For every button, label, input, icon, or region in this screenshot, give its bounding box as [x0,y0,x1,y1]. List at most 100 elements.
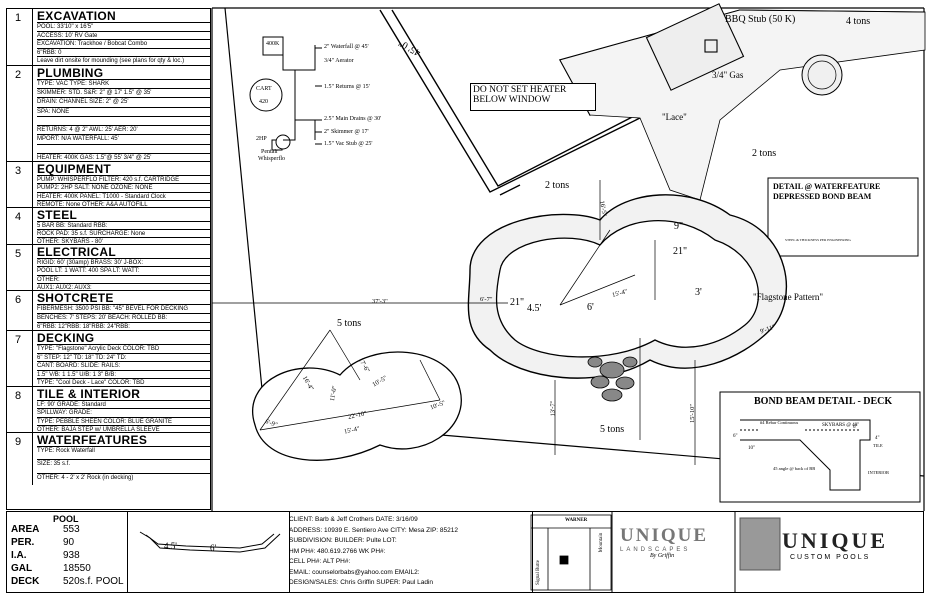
spec-line: 6"RBB: 12"RBB: 18"RBB: 24"RBB: [37,322,210,333]
equip-note: 3/4" Aerator [324,58,354,64]
section-number: 1 [15,12,22,24]
bb-note: INTERIOR [868,470,889,475]
cart-label: CART [256,86,272,92]
dimension-label: 6'-7" [480,296,493,303]
tons-label: 2 tons [752,148,777,159]
depth-label: 6' [587,302,594,313]
section-number-cell: 8 [7,387,33,432]
spec-line: TYPE: Rock Waterfall [37,446,210,457]
logo-landscapes-by: By Griffin [650,553,675,559]
stat-value: 90 [63,537,75,548]
tons-label: 5 tons [337,318,362,329]
depth-label: 3' [695,287,702,298]
cart-size-label: 420 [259,99,268,105]
spec-line: FIBERMESH: 3500 PSI BB: "45" BEVEL FOR D… [37,304,210,315]
section-number: 3 [15,165,22,177]
depth-label: 21" [510,297,525,308]
spec-line: OTHER: SKYBARS - 80' [37,237,210,248]
spec-line: MPORT: N/A WATERFALL: 45' [37,134,210,145]
spec-line: OTHER: BAJA STEP w/ UMBRELLA SLEEVE [37,424,210,436]
spec-line: SPA: NONE [37,106,210,118]
section-title: DECKING [37,331,95,345]
section-title: WATERFEATURES [37,433,148,447]
section-number-cell: 4 [7,208,33,244]
detail-waterfeature-subtitle: DEPRESSED BOND BEAM [773,192,872,201]
bond-beam-title: BOND BEAM DETAIL - DECK [754,396,893,407]
spec-line [37,143,210,155]
section-number: 5 [15,248,22,260]
bb-dim: 4" [875,436,880,441]
stat-value: 18550 [63,563,91,574]
spec-line: PUMP2: 2HP SALT: NONE OZONE: NONE [37,183,210,194]
spec-line: ROCK PAD: 35 s.f. SURCHARGE: None [37,229,210,240]
equip-note: 2" Skimmer @ 17' [324,129,369,135]
detail-waterfeature-box [767,177,919,257]
bbq-island [645,3,745,91]
bb-dim: 6" [733,434,738,439]
spec-line: 6"RBB: 0 [37,47,210,59]
section-number-cell: 9 [7,433,33,485]
rock-waterfall [587,356,638,402]
bb-dim: 10" [748,446,756,451]
lace-label: "Lace" [662,112,687,122]
logo-pools-sub: CUSTOM POOLS [790,554,871,561]
street-label: Signal Butte [535,560,541,585]
bb-note: 45 angle @ back of BB [773,466,816,471]
tons-label: 5 tons [600,424,625,435]
stat-value: 553 [63,524,80,535]
spec-line: OTHER: 4 - 2' x 2' Rock (in decking) [37,472,210,484]
bbq-stub-label: BBQ Stub (50 K) [725,14,796,25]
street-label: Mountain [599,532,605,553]
spec-line: BENCHES: 7' STEPS: 20' BEACH: ROLLED BB: [37,313,210,324]
spec-line: HEATER: 400K GAS: 1.5"@ 55' 3/4" @ 25' [37,152,210,164]
spec-line: TYPE: "Flagstone" Acrylic Deck COLOR: TB… [37,344,210,355]
section-title: EXCAVATION [37,9,117,23]
bond-beam-detail-box [719,391,921,503]
pentair-label: Pentair [261,149,278,155]
depth-label: 21" [673,246,688,257]
heater-warning: DO NOT SET HEATER BELOW WINDOW [470,83,596,111]
section-number-cell: 7 [7,331,33,386]
section-left-depth: 4.5' [164,541,177,551]
stat-label: PER. [11,537,35,548]
equip-note: 1.5" Vac Stub @ 25' [324,141,373,147]
spec-line: ACCESS: 10' RV Gate [37,30,210,42]
logo-pools: UNIQUE CUSTOM POOLS [782,528,922,561]
stat-label: DECK [11,576,40,587]
stats-header: POOL [53,514,79,524]
section-right-depth: 6' [210,543,217,553]
heater-label: 400K [266,41,280,47]
dimension-label: 37'-3" [372,298,388,305]
section-title: EQUIPMENT [37,162,112,176]
pool-deck-ring [467,194,788,379]
spec-line: TYPE: PEBBLE SHEEN COLOR: BLUE GRANITE [37,416,210,428]
section-number-cell: 3 [7,162,33,207]
section-number-cell: 2 [7,66,33,161]
spec-line: SPILLWAY: GRADE: [37,408,210,419]
equip-note: 2.5" Main Drains @ 30' [324,116,382,122]
spec-line: RIGID: 60' (30amp) BRASS: 30' J-BOX: [37,258,210,269]
stat-label: I.A. [11,550,27,561]
spec-line: SKIMMER: STD. S&R: 2" @ 17' 1.5" @ 35' [37,88,210,99]
detail-waterfeature-note: STEEL & THICKNESS PER ENGINEERING [785,238,851,242]
section-number: 7 [15,334,22,346]
depth-label: 4.5' [527,303,542,314]
client-info-line: ADDRESS: 10939 E. Sentiero Ave CITY: Mes… [289,526,458,534]
warning-line-2: BELOW WINDOW [473,95,551,105]
spec-line: TYPE: "Cool Deck - Lace" COLOR: TBD [37,378,210,389]
depth-label: 9" [674,221,684,232]
warning-line-1: DO NOT SET HEATER [473,85,567,95]
detail-waterfeature-title: DETAIL @ WATERFEATURE [773,182,881,191]
spec-line: POOL: 33'10" x 16'5" [37,22,210,33]
spec-line: 5 BAR BB: Standard RBB: [37,221,210,232]
